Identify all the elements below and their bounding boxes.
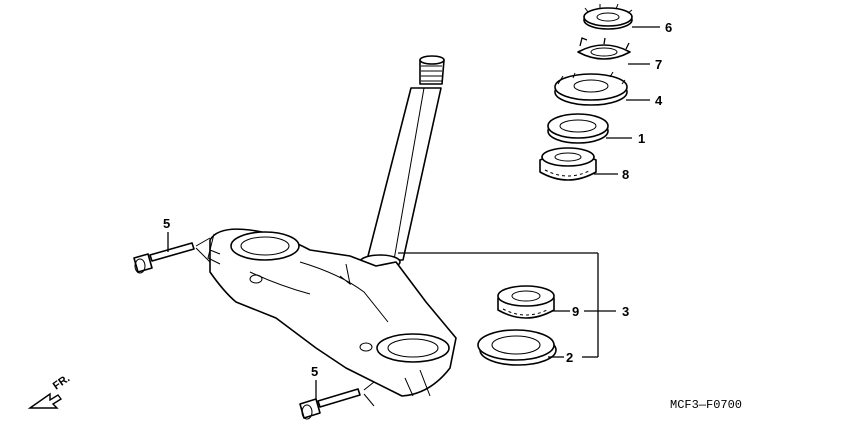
steering-stem-bracket [207,55,457,397]
callout-5-bottom: 5 [311,364,318,379]
front-direction-label: FR. [51,372,72,392]
bolt-path-lower [363,381,375,407]
upper-bearing-part-8 [539,147,597,181]
callout-9: 9 [572,304,579,319]
lock-washer-part-7 [577,37,631,60]
callout-8: 8 [622,167,629,182]
lower-bearing-part-9 [497,285,555,319]
callout-5-top: 5 [163,216,170,231]
diagram-code: MCF3—F0700 [670,398,742,412]
callout-2: 2 [566,350,573,365]
bolt-path-upper [195,237,211,263]
adjustment-nut-part-4 [554,71,628,106]
dust-seal-part-1 [547,113,609,144]
callout-7: 7 [655,57,662,72]
callout-1: 1 [638,131,645,146]
callout-3: 3 [622,304,629,319]
lock-nut-part-6 [583,3,633,30]
assembly-bracket-3 [398,252,616,358]
pinch-bolt-upper-part-5 [133,242,195,274]
callout-6: 6 [665,20,672,35]
pinch-bolt-lower-part-5 [299,388,361,420]
lower-dust-seal-part-2 [477,329,557,366]
callout-4: 4 [655,93,663,108]
front-direction-arrow-icon [27,392,63,409]
